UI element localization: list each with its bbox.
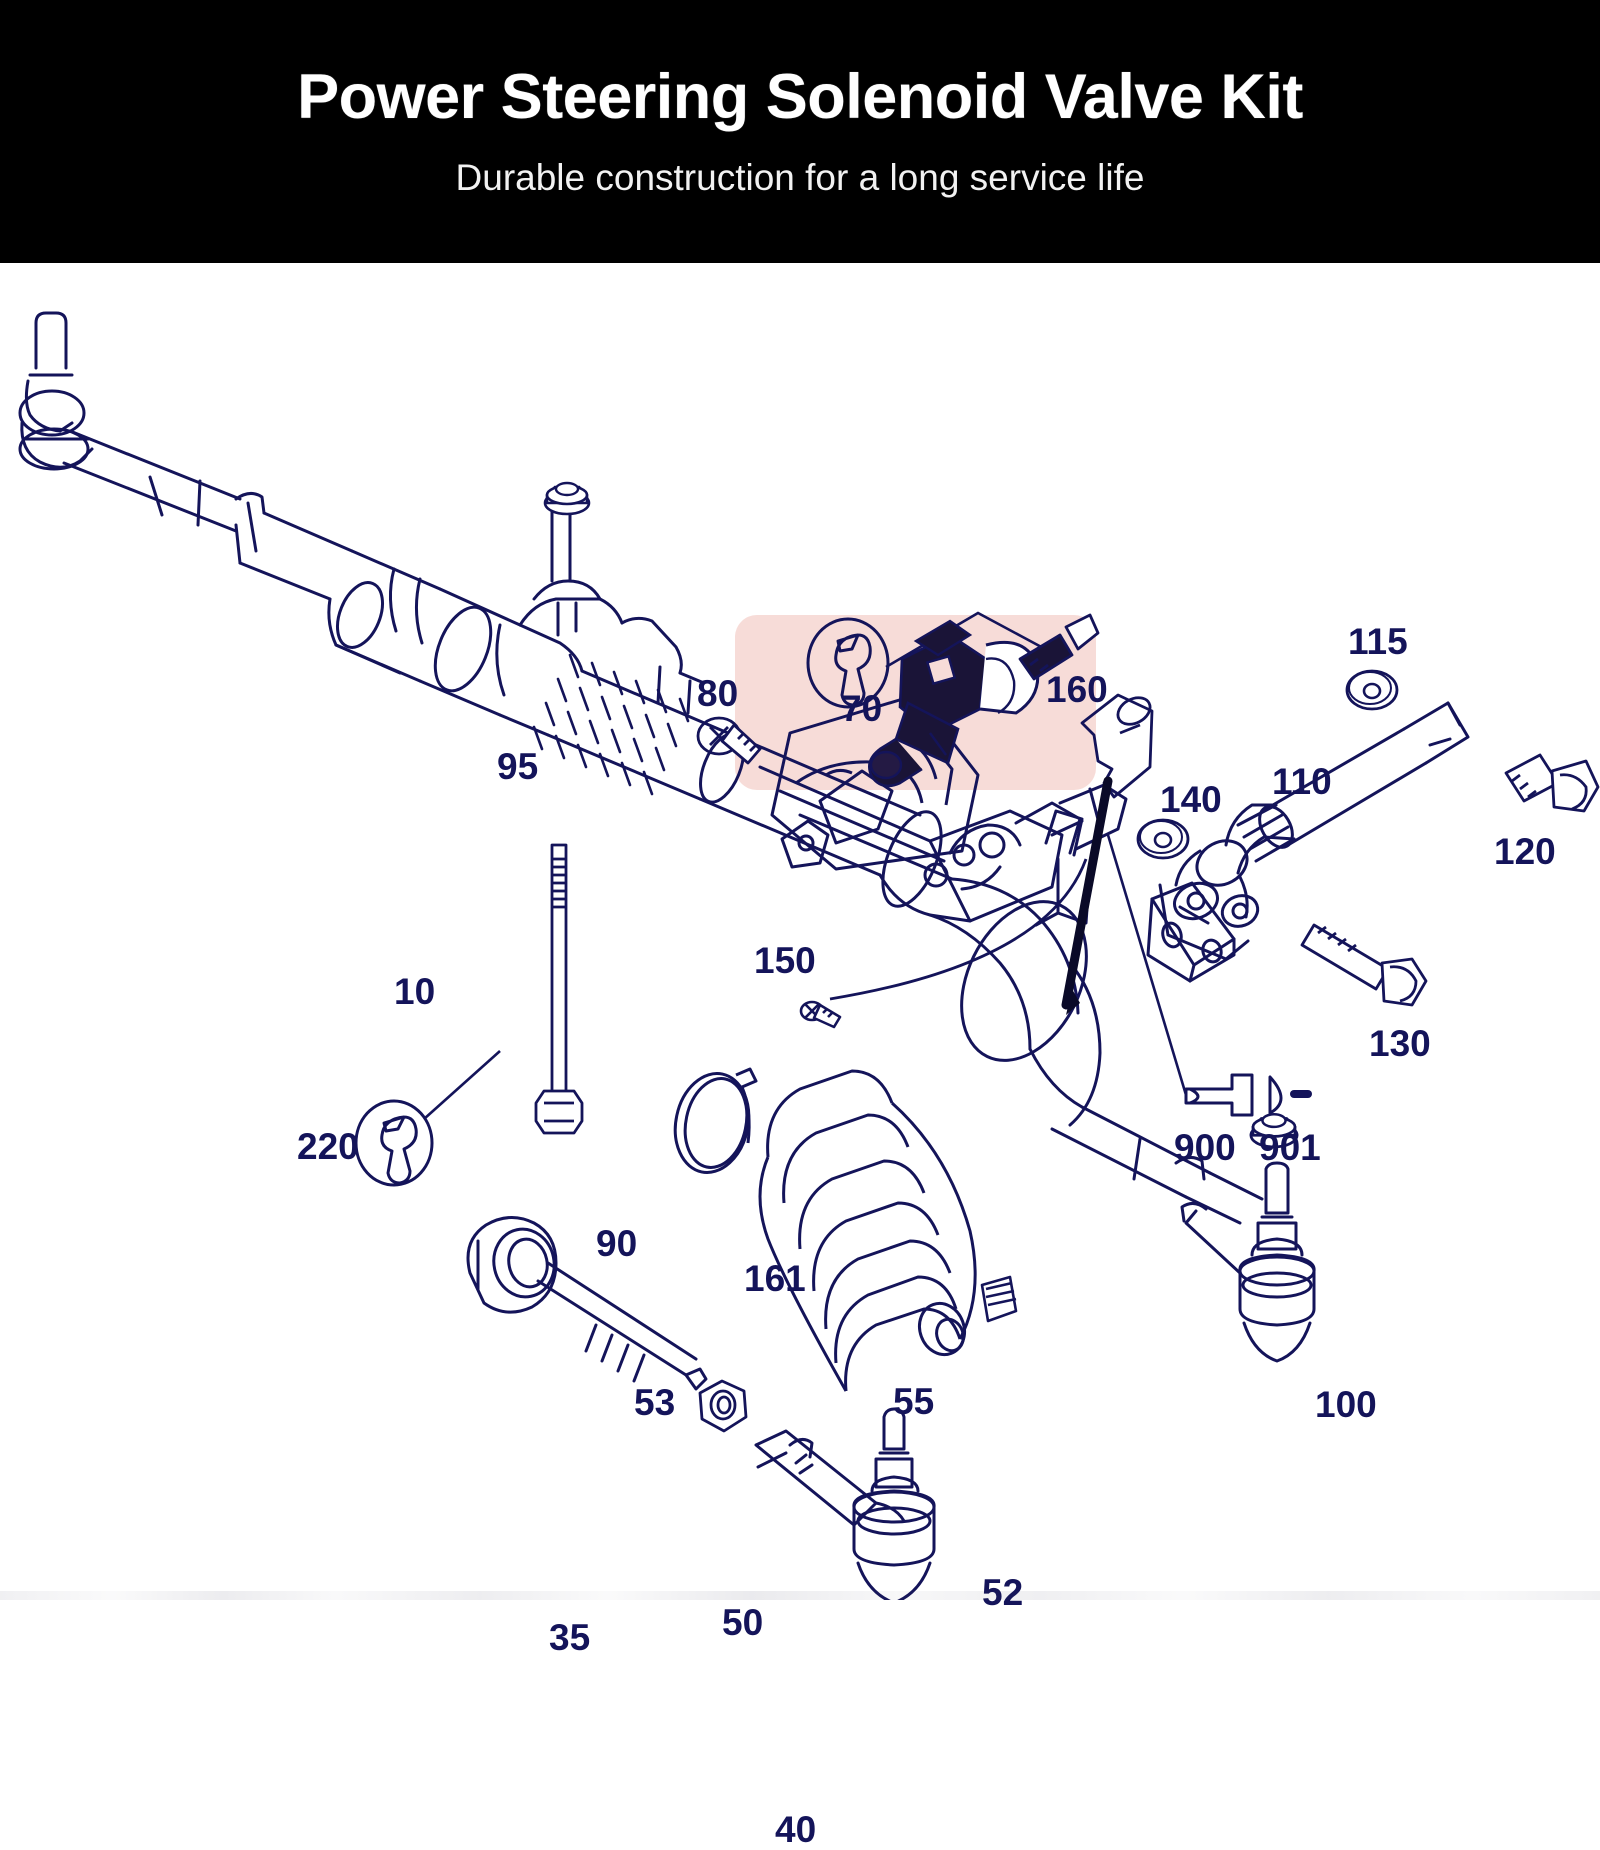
part-110-intermediate-steering-shaft xyxy=(1146,701,1470,983)
callout-label-55: 55 xyxy=(893,1381,935,1422)
rack-knurl-detail xyxy=(532,653,690,796)
part-35-inner-tie-rod xyxy=(466,1216,708,1391)
leader-161 xyxy=(829,858,1088,1001)
leader-900 xyxy=(1106,834,1188,1096)
wiring-harness-line xyxy=(1061,776,1113,1015)
header-banner: Power Steering Solenoid Valve Kit Durabl… xyxy=(0,0,1600,263)
part-120-flange-bolt xyxy=(1504,753,1600,813)
callout-label-35: 35 xyxy=(549,1617,591,1658)
callout-label-100: 100 xyxy=(1315,1384,1377,1425)
callout-label-160: 160 xyxy=(1046,669,1108,710)
part-161-screw xyxy=(799,1000,842,1029)
callout-label-70: 70 xyxy=(841,688,883,729)
page-subtitle: Durable construction for a long service … xyxy=(455,157,1145,199)
callout-label-115: 115 xyxy=(1348,621,1408,662)
part-115-washer xyxy=(1345,669,1399,711)
part-95-flange-nut xyxy=(543,481,591,516)
parts-diagram: 115 80 70 160 95 110 140 120 150 10 130 … xyxy=(0,263,1600,1848)
part-53-bellows-clamp xyxy=(673,1067,758,1174)
callout-label-901: 901 xyxy=(1259,1127,1321,1168)
part-220-service-kit-icon xyxy=(354,1050,501,1187)
part-55-bellows-boot xyxy=(758,1069,977,1392)
part-150-service-kit-icon xyxy=(806,617,890,709)
right-tie-rod-ball-joint xyxy=(1180,1161,1316,1363)
page-title: Power Steering Solenoid Valve Kit xyxy=(297,62,1303,133)
callout-label-110: 110 xyxy=(1272,761,1332,802)
callout-label-90: 90 xyxy=(596,1223,638,1264)
part-150-retaining-bolt xyxy=(1018,613,1100,681)
callout-label-220: 220 xyxy=(297,1126,359,1167)
callout-label-161: 161 xyxy=(744,1258,806,1299)
part-52-clamp xyxy=(980,1275,1018,1323)
callout-label-900: 900 xyxy=(1174,1127,1236,1168)
part-900-connector xyxy=(1184,1073,1254,1117)
callout-label-95: 95 xyxy=(497,746,539,787)
exploded-diagram-svg xyxy=(18,311,1600,1600)
callout-label-80: 80 xyxy=(697,673,739,714)
part-140-washer xyxy=(1136,818,1190,860)
callout-label-50: 50 xyxy=(722,1602,764,1643)
part-90-long-bolt xyxy=(534,843,584,1135)
callout-label-150: 150 xyxy=(754,940,816,981)
callout-label-53: 53 xyxy=(634,1382,676,1423)
part-10-steering-rack-assembly xyxy=(18,311,744,801)
callout-label-120: 120 xyxy=(1494,831,1556,872)
callout-label-140: 140 xyxy=(1160,779,1222,820)
part-50-lock-nut xyxy=(698,1379,748,1433)
callout-label-10: 10 xyxy=(394,971,436,1012)
part-901-terminal-pin xyxy=(1268,1075,1312,1115)
scan-edge-artifact xyxy=(0,1591,1600,1600)
callout-label-40: 40 xyxy=(775,1809,817,1850)
part-130-bolt xyxy=(1300,923,1428,1007)
part-40-outer-tie-rod-end xyxy=(754,1407,936,1600)
part-80-screw xyxy=(696,716,762,765)
callout-label-130: 130 xyxy=(1369,1023,1431,1064)
